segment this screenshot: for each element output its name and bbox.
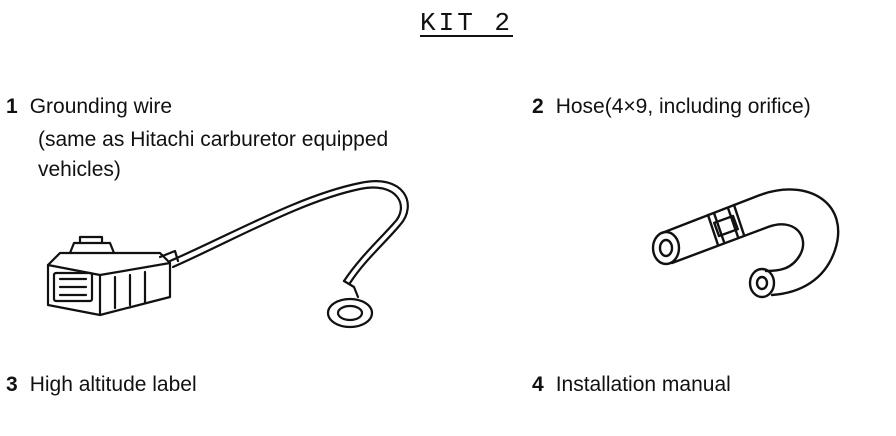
item-note-line2: vehicles) bbox=[38, 158, 121, 181]
item-name: Grounding wire bbox=[29, 95, 173, 118]
item-name: Installation manual bbox=[555, 373, 731, 396]
item-number: 2 bbox=[532, 95, 544, 118]
grounding-wire-icon bbox=[46, 180, 409, 329]
item-high-altitude-label: 3 High altitude label bbox=[6, 370, 197, 399]
item-number: 3 bbox=[6, 373, 18, 396]
hose-drawing bbox=[640, 175, 860, 315]
item-number: 4 bbox=[532, 373, 544, 396]
item-grounding-wire: 1 Grounding wire bbox=[6, 92, 172, 121]
item-name: Hose(4×9, including orifice) bbox=[555, 95, 811, 118]
item-hose: 2 Hose(4×9, including orifice) bbox=[532, 92, 811, 121]
item-number: 1 bbox=[6, 95, 18, 118]
grounding-wire-drawing bbox=[40, 165, 440, 345]
item-note-line1: (same as Hitachi carburetor equipped bbox=[38, 128, 389, 151]
hose-icon bbox=[651, 188, 840, 299]
page-title: KIT 2 bbox=[420, 8, 514, 38]
item-installation-manual: 4 Installation manual bbox=[532, 370, 731, 399]
item-name: High altitude label bbox=[29, 373, 197, 396]
